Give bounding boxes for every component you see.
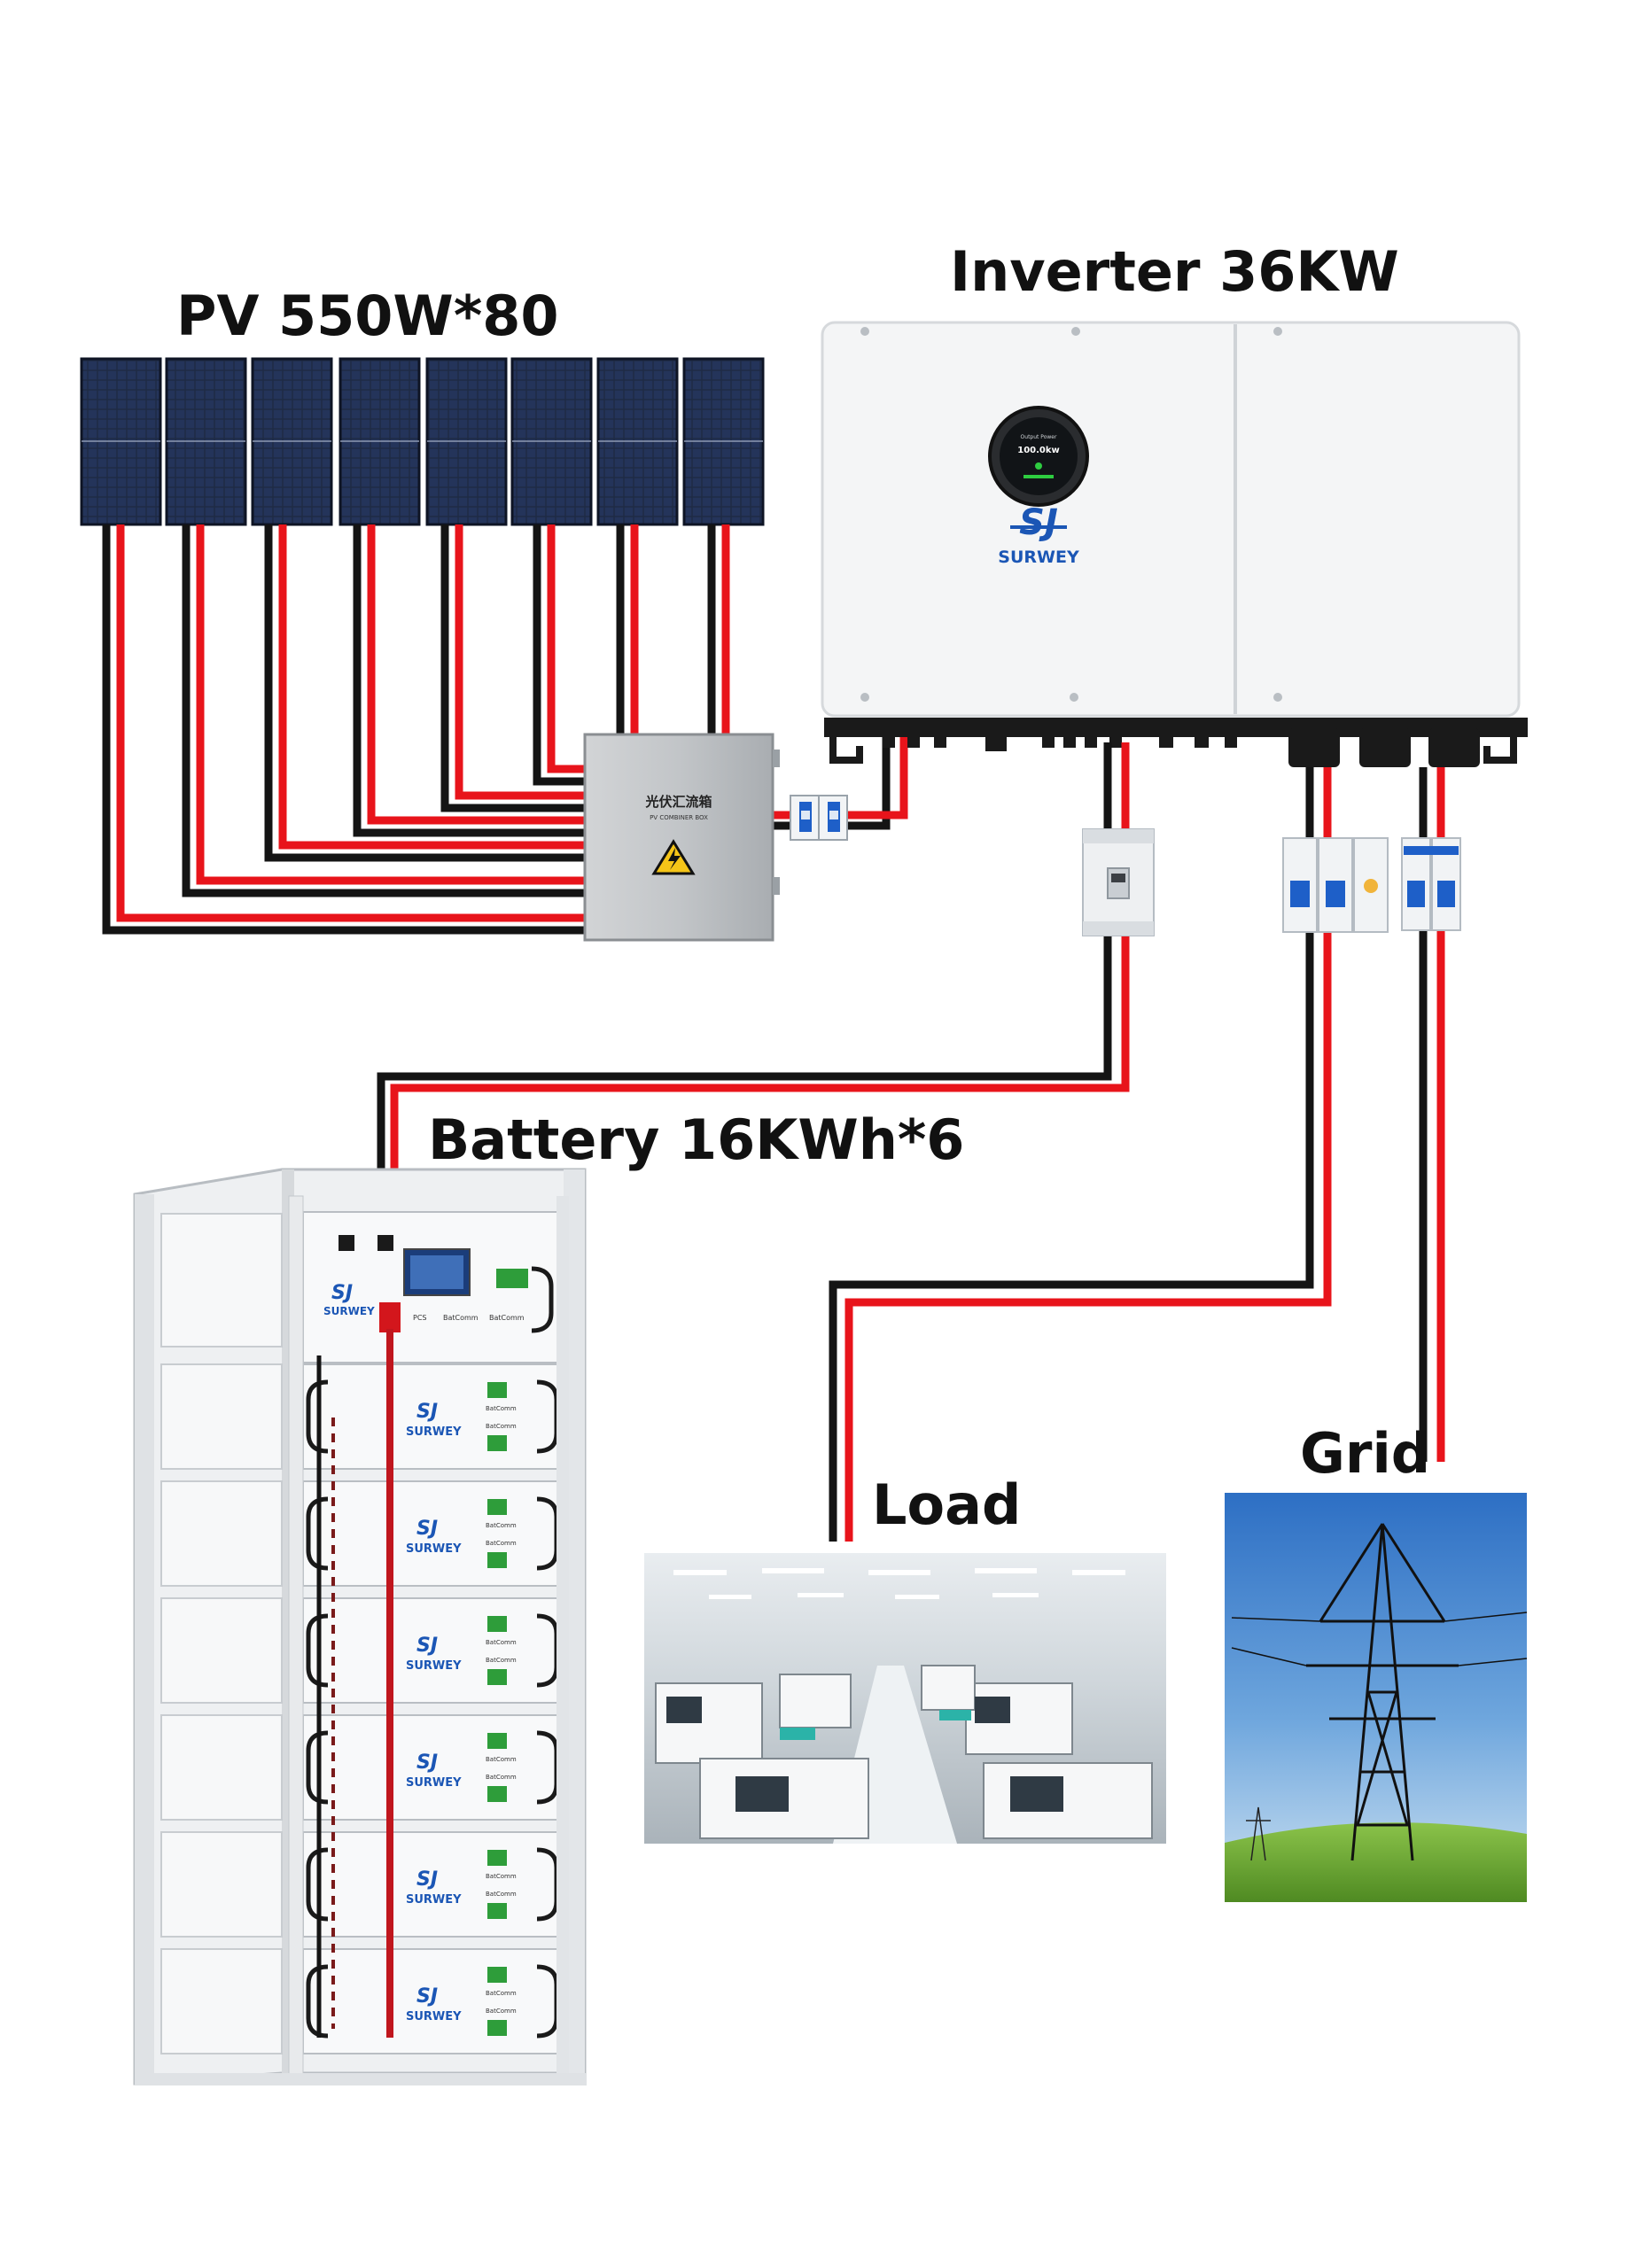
- solar-panel: [425, 357, 508, 526]
- inverter-ports: [883, 728, 1480, 767]
- module-brand: SURWEY: [406, 2010, 462, 2023]
- module-port-batcomm-2: BatComm: [486, 1891, 517, 1898]
- svg-text:SJ: SJ: [416, 1751, 438, 1774]
- pv-array: [80, 357, 765, 526]
- wire-positive: [367, 524, 595, 825]
- wire-negative: [533, 524, 595, 786]
- battery-rack: SJ SURWEY PCS BatComm BatComm SJ SURWEY …: [133, 1168, 587, 2085]
- grid-photo: [1225, 1493, 1528, 1902]
- wire-negative: [182, 524, 595, 897]
- module-port-batcomm-2: BatComm: [486, 1774, 517, 1781]
- display-header: Output Power: [1021, 434, 1057, 440]
- master-port-pcs: PCS: [413, 1314, 427, 1322]
- pv-combiner-box: 光伏汇流箱 PV COMBINER BOX: [583, 733, 780, 942]
- battery-master-box: SJ SURWEY PCS BatComm BatComm: [302, 1211, 563, 1363]
- svg-text:SJ: SJ: [416, 1401, 438, 1423]
- rack-side-panels: [160, 1213, 283, 2054]
- load-breaker: [1282, 837, 1389, 933]
- module-port-batcomm-2: BatComm: [486, 1657, 517, 1664]
- load-wires: [829, 767, 1332, 1542]
- battery-breaker: [1082, 828, 1155, 936]
- transmission-tower-icon: [1231, 1523, 1528, 1861]
- grid-breaker: [1401, 837, 1461, 931]
- wire-negative: [595, 524, 625, 759]
- svg-text:SJ: SJ: [416, 1635, 438, 1657]
- inverter-label: Inverter 36KW: [950, 239, 1399, 304]
- module-brand: SURWEY: [406, 1776, 462, 1790]
- module-port-batcomm-1: BatComm: [486, 1756, 517, 1763]
- module-port-batcomm-2: BatComm: [486, 1540, 517, 1547]
- svg-text:SJ: SJ: [416, 1518, 438, 1540]
- warning-icon: [651, 839, 696, 875]
- master-port-batcomm-1: BatComm: [443, 1314, 479, 1322]
- wire-positive: [278, 524, 595, 850]
- surwey-logo-icon: SJ: [1010, 502, 1067, 543]
- module-port-batcomm-1: BatComm: [486, 1990, 517, 1997]
- battery-module: SJ SURWEY BatComm BatComm: [302, 1948, 563, 2054]
- load-label: Load: [872, 1472, 1022, 1537]
- solar-panel: [80, 357, 162, 526]
- battery-module: SJ SURWEY BatComm BatComm: [302, 1597, 563, 1704]
- hybrid-inverter: Output Power 100.0kw SJ SURWEY: [821, 321, 1528, 767]
- wire-positive: [595, 524, 639, 750]
- wire-positive: [116, 524, 595, 922]
- wire-positive: [455, 524, 595, 800]
- master-port-batcomm-2: BatComm: [489, 1314, 525, 1322]
- wire-positive: [547, 524, 595, 773]
- combiner-title: 光伏汇流箱: [644, 794, 712, 810]
- inverter-brand: SURWEY: [998, 548, 1079, 567]
- wire-negative: [595, 524, 716, 772]
- module-brand: SURWEY: [406, 1893, 462, 1907]
- module-brand: SURWEY: [406, 1425, 462, 1439]
- grid-label: Grid: [1300, 1421, 1431, 1486]
- solar-panel: [596, 357, 679, 526]
- wire-negative: [353, 524, 595, 837]
- wire-positive: [196, 524, 595, 885]
- module-brand: SURWEY: [406, 1542, 462, 1556]
- module-port-batcomm-2: BatComm: [486, 1423, 517, 1430]
- combiner-subtitle: PV COMBINER BOX: [650, 814, 708, 821]
- module-port-batcomm-2: BatComm: [486, 2008, 517, 2015]
- solar-panel: [339, 357, 421, 526]
- module-port-batcomm-1: BatComm: [486, 1405, 517, 1412]
- module-port-batcomm-1: BatComm: [486, 1639, 517, 1646]
- svg-text:SJ: SJ: [416, 1985, 438, 2008]
- module-port-batcomm-1: BatComm: [486, 1522, 517, 1529]
- dc-breaker: [790, 795, 848, 841]
- pv-label: PV 550W*80: [176, 284, 559, 348]
- inverter-display: Output Power 100.0kw: [988, 406, 1089, 507]
- battery-label: Battery 16KWh*6: [428, 1107, 965, 1172]
- battery-module: SJ SURWEY BatComm BatComm: [302, 1831, 563, 1938]
- svg-text:SJ: SJ: [416, 1868, 438, 1891]
- svg-text:SJ: SJ: [331, 1282, 353, 1304]
- display-value: 100.0kw: [1017, 446, 1060, 455]
- solar-panel: [682, 357, 765, 526]
- module-brand: SURWEY: [406, 1659, 462, 1673]
- battery-interconnect-cables: [316, 1329, 393, 2038]
- factory-machine-icon: [644, 1553, 1166, 1844]
- battery-module: SJ SURWEY BatComm BatComm: [302, 1480, 563, 1587]
- module-port-batcomm-1: BatComm: [486, 1873, 517, 1880]
- wire-negative: [440, 524, 595, 812]
- solar-panel: [165, 357, 247, 526]
- solar-panel: [510, 357, 593, 526]
- wire-negative: [264, 524, 595, 862]
- master-brand: SURWEY: [323, 1305, 375, 1317]
- battery-module: SJ SURWEY BatComm BatComm: [302, 1714, 563, 1821]
- wire-negative: [102, 524, 595, 935]
- solar-panel: [251, 357, 333, 526]
- battery-module: SJ SURWEY BatComm BatComm: [302, 1363, 563, 1470]
- inverter-connector-bar: [824, 718, 1528, 737]
- svg-text:SJ: SJ: [1019, 502, 1058, 543]
